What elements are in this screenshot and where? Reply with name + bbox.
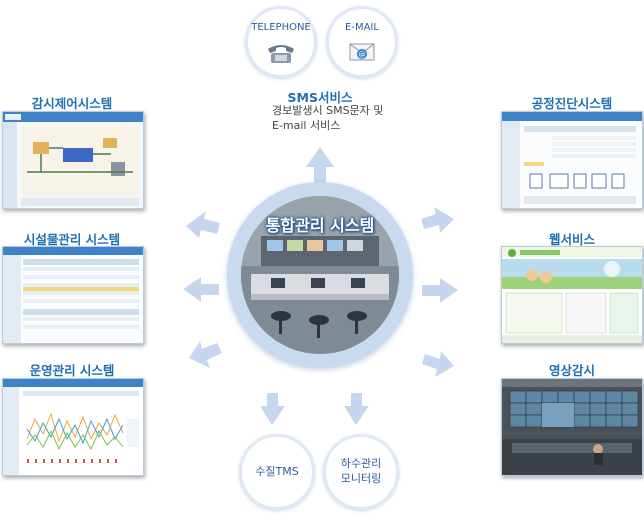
central-system-hub: 통합관리 시스템 (227, 182, 413, 368)
sms-desc-line2: E-mail 서비스 (272, 119, 341, 132)
web-service-title: 웹서비스 (548, 232, 595, 247)
sms-service-title: SMS서비스 (287, 90, 353, 105)
web-screen-image (502, 247, 642, 343)
web-service-screenshot (501, 246, 643, 344)
sewer-monitoring-node: 하수관리 모니터링 (323, 434, 399, 510)
svg-text:@: @ (359, 51, 366, 59)
arrow-down-right (344, 393, 369, 425)
facility-screen-image (3, 247, 143, 343)
arrow-left-top (186, 211, 220, 238)
email-node: E-MAIL @ (326, 6, 398, 78)
video-surveillance-screenshot (501, 378, 643, 476)
arrow-left-bottom (189, 341, 222, 368)
arrow-left-mid (183, 277, 219, 302)
email-icon: @ (349, 43, 375, 61)
facility-management-title: 시설물관리 시스템 (23, 232, 121, 247)
process-screen-image (502, 112, 642, 208)
arrow-right-top (421, 207, 454, 233)
facility-management-screenshot (2, 246, 144, 344)
sewer-label-line2: 모니터링 (340, 472, 382, 485)
sms-service-desc: 경보발생시 SMS문자 및 E-mail 서비스 (272, 103, 402, 133)
arrow-up (306, 147, 334, 183)
monitoring-control-screenshot (2, 111, 144, 209)
sewer-monitoring-label: 하수관리 모니터링 (326, 456, 396, 486)
water-tms-label: 수질TMS (255, 465, 299, 478)
operation-chart-image (3, 379, 143, 475)
water-tms-node: 수질TMS (239, 434, 315, 510)
operation-management-title: 운영관리 시스템 (29, 363, 115, 378)
arrow-right-mid (422, 278, 458, 303)
scada-screen-image (3, 112, 143, 208)
telephone-node: TELEPHONE (245, 6, 317, 78)
central-title: 통합관리 시스템 (265, 216, 375, 235)
telephone-label: TELEPHONE (251, 22, 311, 33)
telephone-icon (268, 45, 294, 63)
email-label: E-MAIL (345, 22, 379, 33)
operation-management-screenshot (2, 378, 144, 476)
sewer-label-line1: 하수관리 (340, 457, 382, 470)
video-wall-image (502, 379, 642, 475)
sms-desc-line1: 경보발생시 SMS문자 및 (272, 104, 384, 117)
video-surveillance-title: 영상감시 (548, 363, 595, 378)
process-diagnosis-title: 공정진단시스템 (531, 96, 613, 111)
monitoring-control-title: 감시제어시스템 (31, 96, 113, 111)
arrow-down-left (260, 393, 285, 425)
arrow-right-bottom (422, 351, 454, 377)
process-diagnosis-screenshot (501, 111, 643, 209)
